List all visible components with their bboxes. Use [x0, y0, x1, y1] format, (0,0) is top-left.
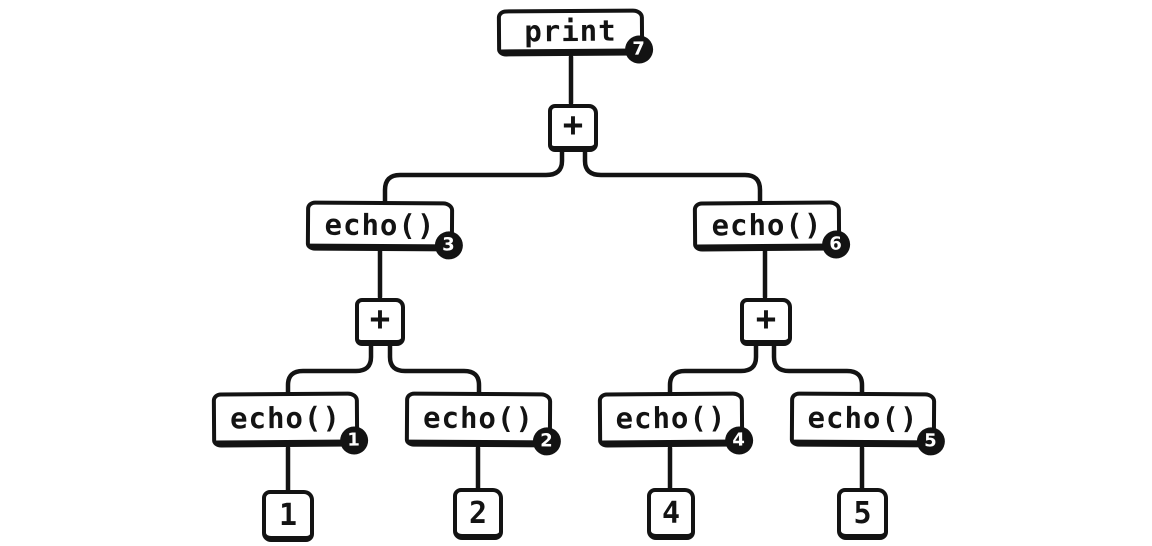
node-literal-2: 2: [453, 488, 503, 540]
node-plus-root-label: +: [562, 105, 584, 145]
node-plus-left: +: [355, 298, 405, 346]
node-literal-1: 1: [262, 490, 314, 542]
node-echo-3: echo() 3: [305, 200, 463, 260]
eval-order-badge-5: 5: [916, 427, 945, 456]
node-echo-1-label: echo(): [229, 400, 341, 436]
eval-order-badge-7: 7: [625, 35, 654, 64]
node-echo-1: echo() 1: [211, 391, 369, 455]
eval-order-badge-6: 6: [822, 230, 851, 259]
eval-order-badge-4: 4: [725, 426, 754, 455]
edge-plusright-echo4: [667, 342, 759, 395]
node-echo-6-label: echo(): [711, 207, 823, 242]
eval-order-badge-3: 3: [434, 231, 463, 260]
node-echo-6: echo() 6: [692, 200, 851, 259]
node-literal-4: 4: [647, 488, 695, 540]
node-literal-1-label: 1: [278, 497, 298, 533]
node-echo-5-label: echo(): [807, 400, 919, 436]
node-plus-right: +: [740, 298, 792, 346]
node-plus-left-label: +: [369, 299, 391, 339]
node-print: print 7: [496, 8, 654, 64]
edge-plusleft-echo1: [285, 342, 374, 395]
eval-order-badge-2: 2: [532, 427, 561, 456]
node-literal-2-label: 2: [468, 495, 488, 531]
edge-plusleft-echo2: [387, 342, 482, 395]
node-literal-5: 5: [837, 488, 888, 540]
node-echo-5: echo() 5: [789, 391, 945, 456]
node-plus-right-label: +: [755, 299, 777, 339]
node-literal-4-label: 4: [661, 495, 681, 531]
node-echo-4-label: echo(): [615, 400, 727, 436]
node-echo-2: echo() 2: [404, 391, 561, 456]
edge-plusright-echo5: [771, 342, 865, 395]
node-literal-5-label: 5: [853, 495, 872, 531]
edge-plus-echo3: [382, 148, 565, 204]
node-plus-root: +: [548, 104, 598, 152]
edge-plus-echo6: [582, 148, 763, 204]
node-echo-2-label: echo(): [423, 400, 534, 436]
node-print-label: print: [524, 13, 617, 49]
node-echo-4: echo() 4: [597, 391, 754, 455]
node-echo-3-label: echo(): [324, 207, 436, 242]
eval-order-badge-1: 1: [340, 426, 369, 455]
